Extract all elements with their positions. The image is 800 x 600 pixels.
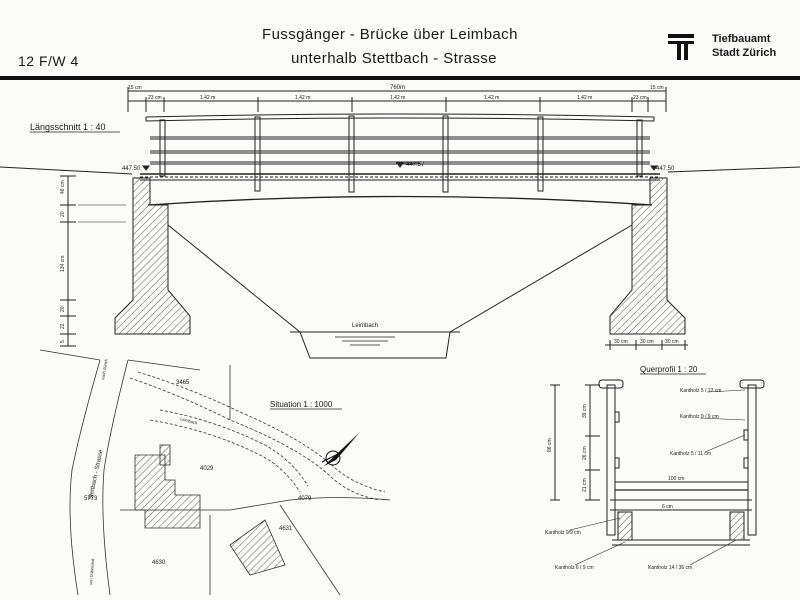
mid-elevation: 447.57: [406, 162, 425, 168]
timber-9-9: Kantholz 9 / 9 cm: [680, 414, 719, 420]
bay-dim-5: 1.42 m: [577, 95, 592, 101]
bay-dim-3: 1.42 m: [390, 95, 405, 101]
bay-dim-2: 1.42 m: [295, 95, 310, 101]
longitudinal-section-label: Längsschnitt 1 : 40: [30, 122, 106, 132]
tiefbauamt-logo: [668, 34, 694, 60]
qdim-6: 6 cm: [662, 504, 673, 510]
bay-dim-1: 1.42 m: [200, 95, 215, 101]
title-line-2: unterhalb Stettbach - Strasse: [291, 50, 497, 67]
org-name-line-2: Stadt Zürich: [712, 47, 777, 59]
timber-5-12: Kantholz 5 / 12 cm: [680, 388, 721, 394]
timber-9-9-lower: Kantholz 9/9 cm: [545, 530, 581, 536]
timber-5-11: Kantholz 5 / 11 cm: [670, 451, 711, 457]
label-leimbach-site: Leimbach: [180, 416, 198, 425]
footing-dim-1: 30 cm: [614, 339, 628, 345]
stream-label: Leimbach: [352, 323, 378, 329]
bay-dim-4: 1.42 m: [484, 95, 499, 101]
qdim-21: 21 cm: [582, 478, 588, 492]
north-arrow-icon: [321, 432, 360, 466]
cross-section: [550, 379, 765, 566]
org-name-line-1: Tiefbauamt: [712, 33, 771, 45]
qdim-39: 39 cm: [582, 404, 588, 418]
parcel-5773: 5773: [84, 496, 98, 502]
vdim-22: 22: [60, 323, 66, 329]
cross-section-label: Querprofil 1 : 20: [640, 365, 698, 374]
end-offset-left-dim: 15 cm: [128, 85, 142, 91]
left-elevation: 447.50: [122, 166, 141, 172]
parcel-4631: 4631: [279, 526, 293, 532]
label-nach-zuerich: nach Zürich: [100, 359, 109, 380]
vdim-134: 134 cm: [60, 256, 66, 272]
title-line-1: Fussgänger - Brücke über Leimbach: [262, 26, 518, 43]
qdim-86: 86 cm: [547, 438, 553, 452]
qdim-100: 100 cm: [668, 476, 684, 482]
site-plan-label: Situation 1 : 1000: [270, 400, 333, 409]
longitudinal-section: [0, 87, 800, 359]
post-offset-left-dim: 23 cm: [148, 95, 162, 101]
street-label: Stettbach - Strasse: [88, 449, 105, 501]
vdim-46: 46 cm: [60, 180, 66, 194]
end-offset-right-dim: 15 cm: [650, 85, 664, 91]
label-von-duebendorf: von Dübendorf: [88, 558, 95, 585]
footing-dim-3: 30 cm: [665, 339, 679, 345]
qdim-26: 26 cm: [582, 446, 588, 460]
timber-14-36: Kantholz 14 / 36 cm: [648, 565, 692, 571]
vdim-20-top: 20: [60, 211, 66, 217]
site-plan: [39, 349, 391, 596]
vdim-5: 5: [60, 340, 66, 343]
parcel-4079: 4079: [298, 496, 312, 502]
total-span-dim: 760m: [390, 85, 405, 91]
parcel-4029: 4029: [200, 466, 214, 472]
footing-dim-2: 30 cm: [640, 339, 654, 345]
parcel-3465: 3465: [176, 380, 190, 386]
timber-6-9: Kantholz 6 / 9 cm: [555, 565, 594, 571]
drawing-code: 12 F/W 4: [18, 53, 79, 69]
right-elevation: 447.50: [656, 166, 675, 172]
parcel-4630: 4630: [152, 560, 166, 566]
vdim-20-bottom: 20: [60, 306, 66, 312]
post-offset-right-dim: 23 cm: [633, 95, 647, 101]
